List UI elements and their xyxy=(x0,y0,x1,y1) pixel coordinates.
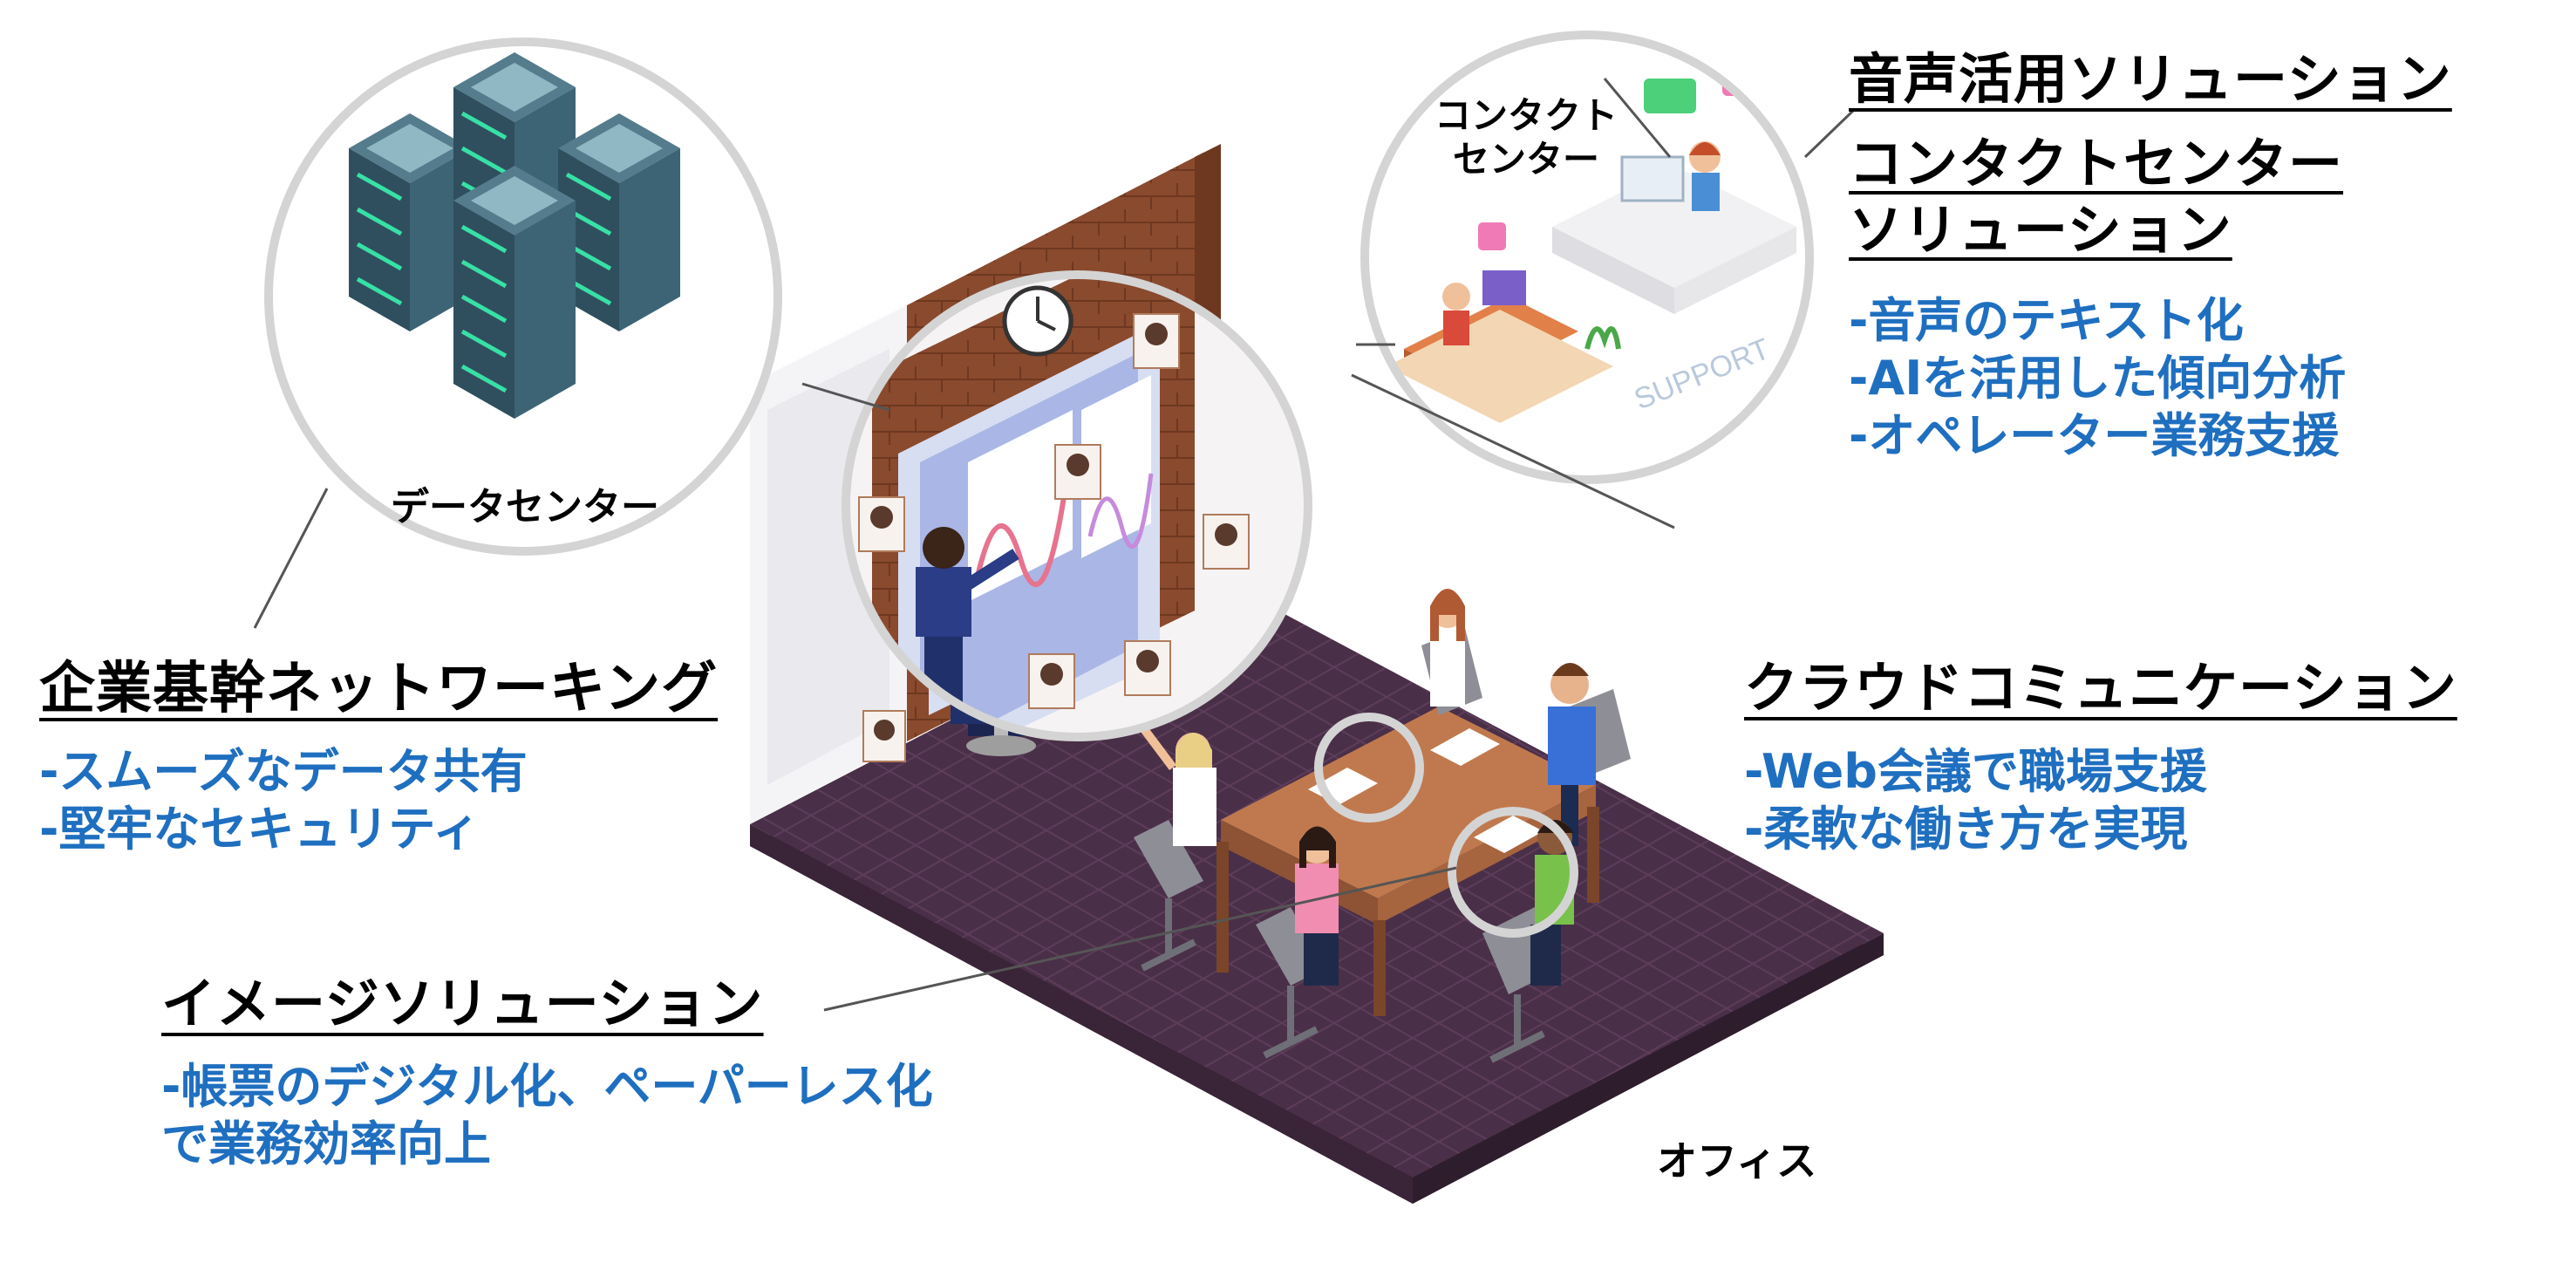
contact-bullet-1: -音声のテキスト化 xyxy=(1849,293,2244,348)
contact-center-label-line-1: コンタクト xyxy=(1435,94,1619,137)
contact-center-label: コンタクト センター xyxy=(1435,94,1618,182)
contact-center-bullets: -音声のテキスト化 -AIを活用した傾向分析 -オペレーター業務支援 xyxy=(1849,292,2346,465)
image-solution-bullets: -帳票のデジタル化、ペーパーレス化 で業務効率向上 xyxy=(161,1058,933,1173)
data-center-circle xyxy=(264,38,782,556)
contact-bullet-2: -AIを活用した傾向分析 xyxy=(1849,350,2347,406)
network-bullet-1: -スムーズなデータ共有 xyxy=(39,744,528,799)
data-center-label: データセンター xyxy=(391,485,659,529)
image-solution-title: イメージソリューション xyxy=(161,972,764,1035)
network-bullet-2: -堅牢なセキュリティ xyxy=(39,801,480,857)
cloud-bullets: -Web会議で職場支援 -柔軟な働き方を実現 xyxy=(1744,743,2207,858)
meeting-magnifier xyxy=(842,270,1312,741)
cloud-bullet-1: -Web会議で職場支援 xyxy=(1744,744,2207,799)
cloud-bullet-2: -柔軟な働き方を実現 xyxy=(1744,801,2188,857)
image-bullet-1: -帳票のデジタル化、ペーパーレス化 xyxy=(161,1059,933,1114)
contact-center-solution-title: コンタクトセンター ソリューション xyxy=(1849,131,2343,263)
voice-solution-title: 音声活用ソリューション xyxy=(1849,47,2452,111)
network-bullets: -スムーズなデータ共有 -堅牢なセキュリティ xyxy=(39,743,528,858)
contact-center-title-line-1: コンタクトセンター xyxy=(1849,132,2344,195)
contact-center-circle: SUPPORT xyxy=(1360,31,1814,484)
meeting-attendees xyxy=(1130,589,1596,986)
cloud-title: クラウドコミュニケーション xyxy=(1744,656,2457,720)
office-label: オフィス xyxy=(1657,1137,1817,1184)
contact-center-title-line-2: ソリューション xyxy=(1849,197,2232,262)
network-title: 企業基幹ネットワーキング xyxy=(39,657,719,721)
connector-lines xyxy=(253,78,1856,1012)
contact-bullet-3: -オペレーター業務支援 xyxy=(1849,407,2340,463)
contact-center-label-line-2: センター xyxy=(1453,138,1600,181)
server-rack-icon xyxy=(349,52,680,419)
image-bullet-2: で業務効率向上 xyxy=(161,1116,491,1171)
